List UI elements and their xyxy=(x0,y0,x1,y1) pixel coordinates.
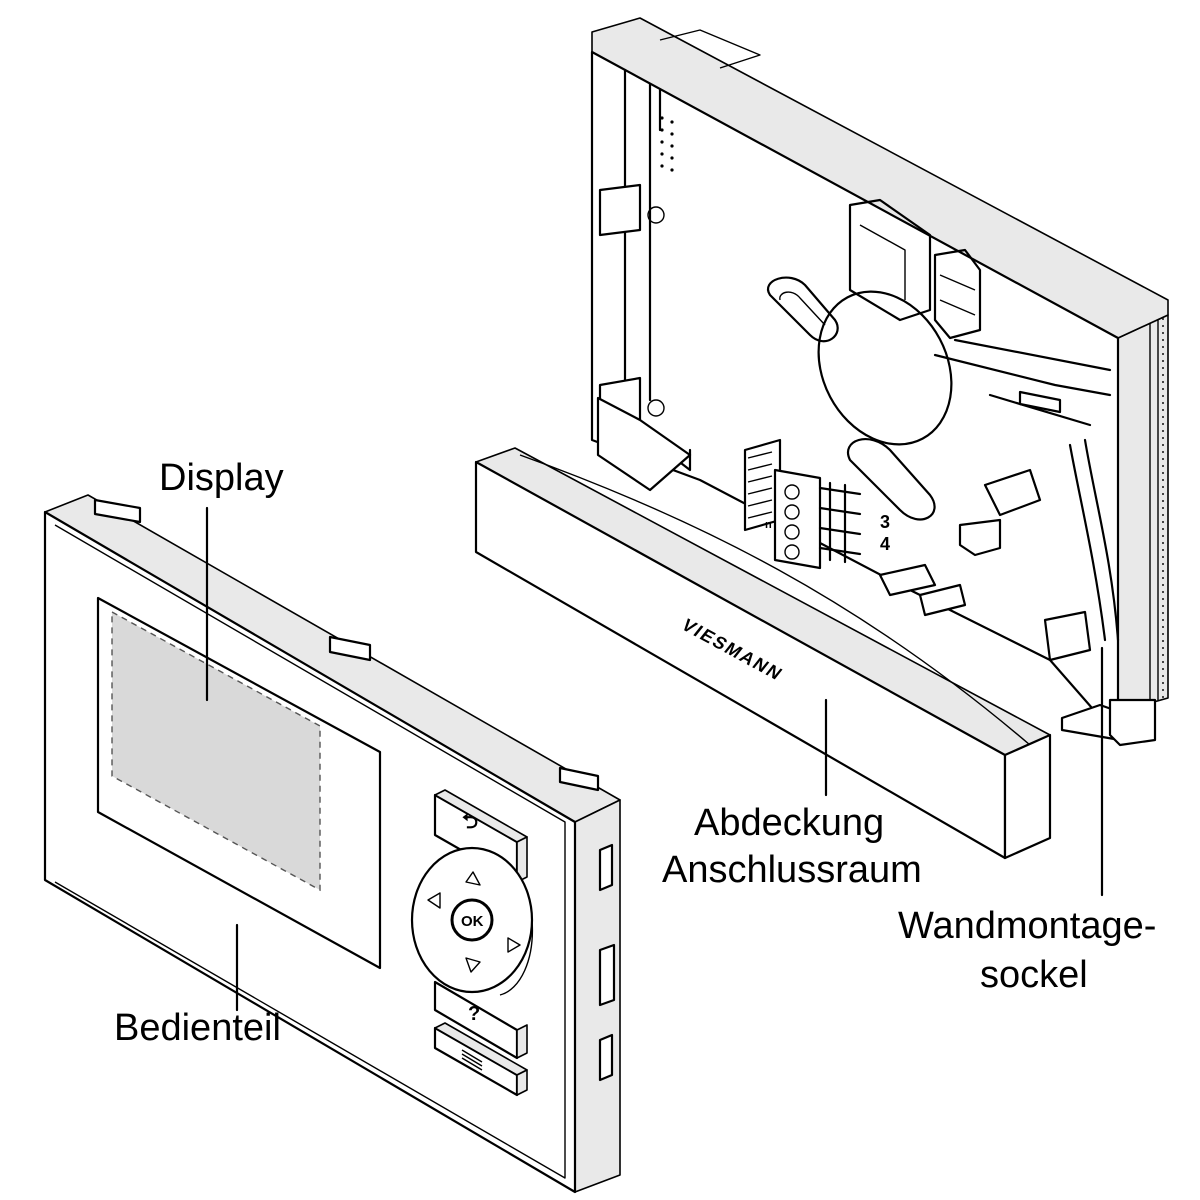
back-icon: ⮌ xyxy=(462,811,478,833)
menu-icon xyxy=(461,1049,483,1071)
base-vent-dots xyxy=(660,116,674,172)
arrow-up-icon[interactable] xyxy=(465,871,481,886)
help-button-label: ? xyxy=(468,1003,480,1025)
label-display: Display xyxy=(159,457,284,499)
base-side-face xyxy=(1117,314,1169,713)
arrow-right-icon[interactable] xyxy=(507,937,521,953)
terminal-marker: n xyxy=(765,519,772,531)
base-side-ribs xyxy=(1149,318,1164,702)
ok-button-label: OK xyxy=(461,913,484,930)
operating-unit: ⮌ OK ? xyxy=(43,494,621,1194)
leader-lines xyxy=(205,506,1104,1012)
label-abdeckung-line1: Abdeckung xyxy=(694,802,885,844)
label-wandmontage-line2: sockel xyxy=(980,954,1088,996)
cover-end-face xyxy=(1003,733,1052,860)
terminal-number-4: 4 xyxy=(880,534,890,554)
wall-mounting-base: 3 4 n xyxy=(590,17,1169,747)
label-bedienteil: Bedienteil xyxy=(114,1007,281,1049)
display-active-area xyxy=(111,610,321,892)
base-center-cutout xyxy=(817,290,953,446)
ok-button[interactable] xyxy=(450,898,494,942)
arrow-down-icon[interactable] xyxy=(465,957,481,973)
terminal-number-3: 3 xyxy=(880,512,890,532)
label-wandmontage-line1: Wandmontage- xyxy=(898,905,1157,947)
arrow-left-icon[interactable] xyxy=(427,892,441,909)
label-abdeckung-line2: Anschlussraum xyxy=(662,849,922,891)
terminal-block: 3 4 n xyxy=(743,438,890,570)
connection-cover: VIESMANN xyxy=(474,447,1052,860)
